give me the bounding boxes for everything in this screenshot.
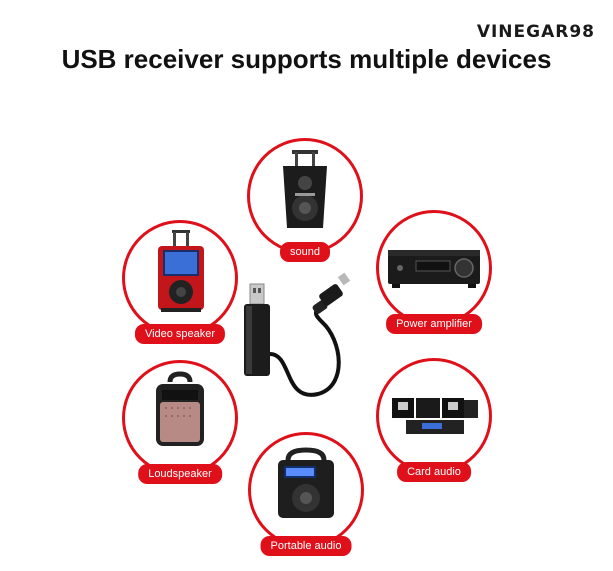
card-audio-icon xyxy=(392,398,478,434)
loudspeaker-icon xyxy=(156,371,204,446)
headline: USB receiver supports multiple devices xyxy=(61,44,552,74)
usb-receiver xyxy=(244,272,351,397)
device-label: Video speaker xyxy=(134,324,226,344)
device-label: Power amplifier xyxy=(386,314,482,334)
device-label: Portable audio xyxy=(260,536,352,556)
video-speaker-icon xyxy=(158,230,204,312)
device-portable-audio: Portable audio xyxy=(248,432,364,556)
device-power-amplifier: Power amplifier xyxy=(376,210,492,334)
device-video-speaker: Video speaker xyxy=(122,220,238,344)
brand-logo: VINEGAR98 xyxy=(476,22,595,42)
device-label: sound xyxy=(280,242,330,262)
device-label: Loudspeaker xyxy=(138,464,222,484)
device-loudspeaker: Loudspeaker xyxy=(122,360,238,484)
device-card-audio: Card audio xyxy=(376,358,492,482)
device-label: Card audio xyxy=(397,462,471,482)
trolley-speaker-icon xyxy=(283,150,327,228)
portable-audio-icon xyxy=(278,447,334,518)
device-sound: sound xyxy=(247,138,363,262)
power-amplifier-icon xyxy=(388,250,480,288)
